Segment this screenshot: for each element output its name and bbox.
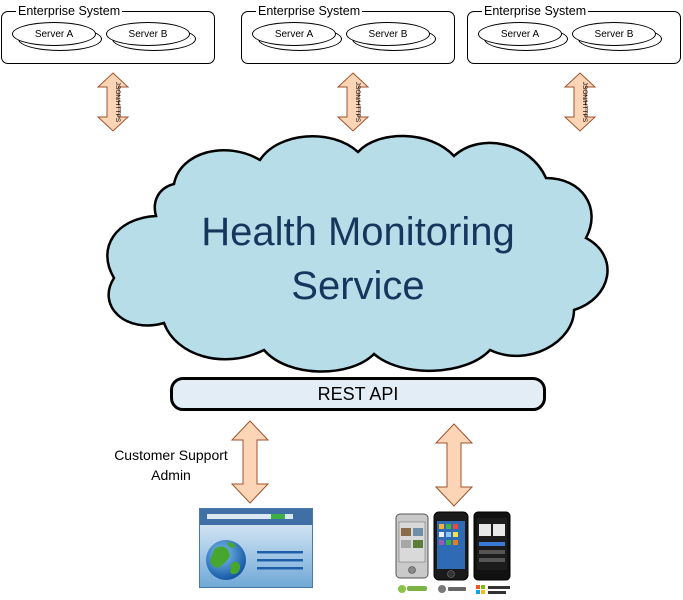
globe-icon bbox=[206, 540, 246, 580]
double-arrow-icon: JSON/HTTPS bbox=[563, 72, 597, 132]
iphone bbox=[433, 511, 469, 581]
server-b: Server B bbox=[572, 22, 662, 52]
web-browser-icon bbox=[199, 508, 313, 588]
cloud-title-line-1: Health Monitoring bbox=[201, 210, 515, 254]
server-label: Server B bbox=[572, 22, 656, 46]
enterprise-system-2: Enterprise System Server A Server B bbox=[241, 4, 455, 64]
apple-logo-icon bbox=[438, 585, 466, 593]
double-arrow-icon: JSON/HTTPS bbox=[96, 72, 130, 132]
windows-logo-icon bbox=[476, 585, 510, 594]
enterprise-system-title: Enterprise System bbox=[256, 4, 363, 18]
cloud-title-line-2: Service bbox=[291, 264, 425, 308]
server-label: Server A bbox=[252, 22, 336, 46]
server-a: Server A bbox=[252, 22, 342, 52]
mobile-phones-icon bbox=[395, 511, 511, 594]
enterprise-system-1: Enterprise System Server A Server B bbox=[1, 4, 215, 64]
double-arrow-icon bbox=[230, 420, 270, 504]
protocol-label: JSON/HTTPS bbox=[114, 82, 121, 123]
admin-line-1: Customer Support bbox=[114, 447, 228, 463]
server-b: Server B bbox=[346, 22, 436, 52]
server-a: Server A bbox=[12, 22, 102, 52]
admin-line-2: Admin bbox=[151, 467, 191, 483]
rest-api-label: REST API bbox=[317, 383, 399, 404]
server-label: Server B bbox=[106, 22, 190, 46]
server-label: Server B bbox=[346, 22, 430, 46]
double-arrow-icon bbox=[434, 423, 474, 507]
customer-support-admin-label: Customer Support Admin bbox=[103, 445, 239, 485]
enterprise-system-3: Enterprise System Server A Server B bbox=[467, 4, 681, 64]
enterprise-system-title: Enterprise System bbox=[16, 4, 123, 18]
protocol-label: JSON/HTTPS bbox=[581, 82, 588, 123]
enterprise-system-title: Enterprise System bbox=[482, 4, 589, 18]
server-label: Server A bbox=[12, 22, 96, 46]
health-monitoring-cloud bbox=[106, 134, 609, 373]
windows-mobile-phone bbox=[473, 511, 511, 581]
server-b: Server B bbox=[106, 22, 196, 52]
double-arrow-icon: JSON/HTTPS bbox=[336, 72, 370, 132]
cloud-title: Health Monitoring Service bbox=[130, 205, 586, 313]
rest-api-bar: REST API bbox=[170, 377, 546, 411]
server-a: Server A bbox=[478, 22, 568, 52]
server-label: Server A bbox=[478, 22, 562, 46]
android-logo-icon bbox=[398, 585, 427, 593]
protocol-label: JSON/HTTPS bbox=[354, 82, 361, 123]
android-phone bbox=[395, 513, 429, 579]
